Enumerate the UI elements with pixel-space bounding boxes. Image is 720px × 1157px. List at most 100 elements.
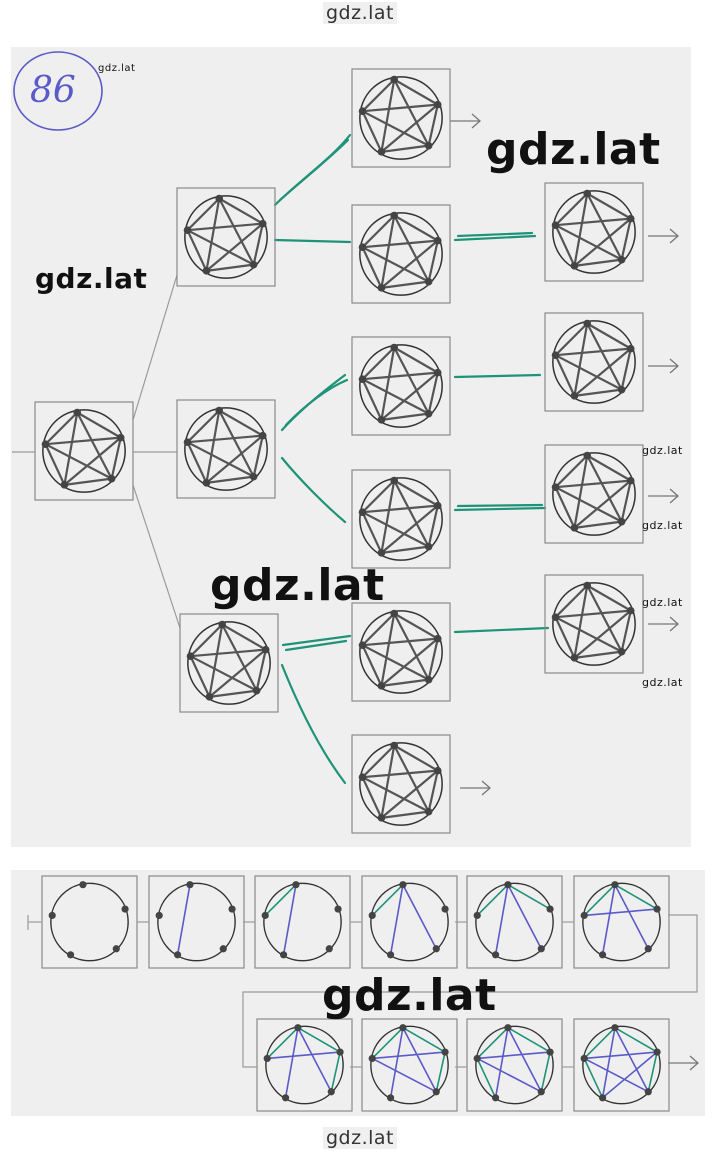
- graph-box: [176, 187, 276, 287]
- graph-node-icon: [626, 344, 635, 353]
- graph-node-icon: [583, 451, 592, 460]
- graph-node-icon: [424, 807, 433, 816]
- graph-node-icon: [390, 343, 399, 352]
- graph-node-icon: [433, 368, 442, 377]
- graph-step-box: [41, 875, 138, 969]
- graph-node-icon: [377, 416, 386, 424]
- graph-node-icon: [653, 1048, 661, 1056]
- graph-node-icon: [377, 814, 386, 822]
- graph-node-icon: [261, 645, 270, 654]
- graph-box: [351, 602, 451, 702]
- watermark-large: gdz.lat: [486, 124, 661, 175]
- graph-node-icon: [183, 438, 192, 447]
- graph-node-icon: [183, 226, 192, 235]
- graph-node-icon: [358, 243, 367, 252]
- graph-node-icon: [186, 652, 195, 661]
- graph-box: [351, 469, 451, 569]
- graph-node-icon: [358, 375, 367, 384]
- graph-node-icon: [551, 221, 560, 230]
- graph-node-icon: [626, 606, 635, 615]
- graph-step-box: [361, 1018, 458, 1112]
- graph-node-icon: [281, 1094, 290, 1102]
- graph-node-icon: [327, 1088, 335, 1096]
- graph-node-icon: [617, 517, 626, 526]
- graph-node-icon: [433, 634, 442, 643]
- graph-step-box: [256, 1018, 353, 1112]
- graph-node-icon: [202, 479, 211, 487]
- graph-node-icon: [570, 654, 579, 662]
- graph-node-icon: [377, 549, 386, 557]
- problem-number-circle: [13, 51, 103, 131]
- graph-node-icon: [249, 260, 258, 269]
- graph-node-icon: [258, 219, 267, 228]
- graph-node-icon: [368, 1054, 376, 1063]
- watermark-header: gdz.lat: [0, 2, 720, 24]
- graph-node-icon: [583, 319, 592, 328]
- graph-node-icon: [424, 277, 433, 286]
- graph-node-icon: [611, 881, 619, 889]
- graph-node-icon: [60, 481, 69, 489]
- graph-node-icon: [441, 1048, 449, 1056]
- graph-node-icon: [107, 474, 116, 483]
- watermark-small: gdz.lat: [98, 63, 136, 74]
- graph-node-icon: [441, 905, 449, 913]
- graph-node-icon: [551, 351, 560, 360]
- graph-node-icon: [205, 693, 214, 701]
- graph-node-icon: [611, 1024, 619, 1032]
- graph-node-icon: [279, 951, 288, 959]
- graph-node-icon: [202, 267, 211, 275]
- graph-box: [544, 312, 644, 412]
- problem-number: 86: [30, 70, 76, 111]
- graph-step-box: [573, 875, 670, 969]
- graph-node-icon: [504, 1024, 512, 1032]
- graph-node-icon: [249, 472, 258, 481]
- graph-box: [351, 68, 451, 168]
- graph-node-icon: [399, 881, 407, 889]
- graph-node-icon: [73, 408, 82, 417]
- arrow-right-icon: [648, 488, 679, 504]
- graph-node-icon: [580, 1054, 588, 1063]
- graph-node-icon: [399, 1024, 407, 1032]
- graph-node-icon: [491, 1094, 500, 1102]
- graph-box: [179, 613, 279, 713]
- graph-node-icon: [116, 433, 125, 442]
- graph-node-icon: [626, 476, 635, 485]
- graph-node-icon: [617, 255, 626, 264]
- arrow-right-icon: [668, 1055, 699, 1071]
- graph-node-icon: [424, 675, 433, 684]
- graph-node-icon: [386, 951, 395, 959]
- graph-node-icon: [537, 1088, 545, 1096]
- graph-node-icon: [219, 945, 227, 953]
- graph-node-icon: [583, 581, 592, 590]
- green-connectors: [273, 133, 550, 785]
- graph-node-icon: [292, 881, 300, 889]
- graph-node-icon: [48, 911, 56, 920]
- watermark-large: gdz.lat: [322, 970, 497, 1021]
- graph-node-icon: [358, 641, 367, 650]
- graph-node-icon: [336, 1048, 344, 1056]
- arrow-right-icon: [460, 780, 491, 796]
- graph-node-icon: [570, 392, 579, 400]
- graph-box: [544, 444, 644, 544]
- graph-node-icon: [433, 766, 442, 775]
- watermark-tiny: gdz.lat: [642, 519, 683, 532]
- watermark-tiny: gdz.lat: [642, 596, 683, 609]
- tree-connectors: [12, 274, 181, 629]
- graph-node-icon: [121, 905, 129, 913]
- graph-node-icon: [358, 773, 367, 782]
- graph-node-icon: [390, 211, 399, 220]
- graph-node-icon: [626, 214, 635, 223]
- arrow-right-icon: [648, 616, 679, 632]
- arrow-right-icon: [450, 113, 481, 129]
- watermark-tiny: gdz.lat: [642, 676, 683, 689]
- graph-box: [176, 399, 276, 499]
- arrow-group: [450, 113, 699, 1071]
- graph-node-icon: [473, 1054, 481, 1063]
- graph-node-icon: [580, 911, 588, 920]
- graph-node-icon: [598, 951, 607, 959]
- graph-node-icon: [368, 911, 376, 920]
- watermark-tiny: gdz.lat: [642, 444, 683, 457]
- graph-node-icon: [66, 951, 75, 959]
- graph-node-icon: [228, 905, 236, 913]
